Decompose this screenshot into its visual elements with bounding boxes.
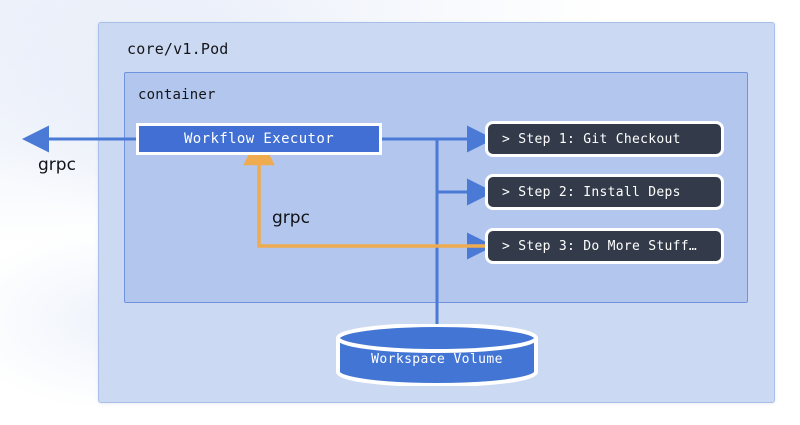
edge-label-grpc-callback: grpc xyxy=(272,208,310,228)
edge-label-grpc-out: grpc xyxy=(38,155,76,175)
container-label: container xyxy=(138,87,216,103)
step-node-2[interactable]: > Step 2: Install Deps xyxy=(485,174,724,210)
workflow-executor-node[interactable]: Workflow Executor xyxy=(136,123,382,155)
step-node-1[interactable]: > Step 1: Git Checkout xyxy=(485,121,724,157)
workflow-executor-label: Workflow Executor xyxy=(183,131,335,147)
workspace-volume-node[interactable]: Workspace Volume xyxy=(334,324,540,386)
step-node-3[interactable]: > Step 3: Do More Stuff… xyxy=(485,228,724,264)
pod-label: core/v1.Pod xyxy=(127,40,229,58)
step-label-3: > Step 3: Do More Stuff… xyxy=(502,238,698,254)
cylinder-icon xyxy=(336,324,538,386)
step-label-1: > Step 1: Git Checkout xyxy=(502,131,681,147)
step-label-2: > Step 2: Install Deps xyxy=(502,184,681,200)
